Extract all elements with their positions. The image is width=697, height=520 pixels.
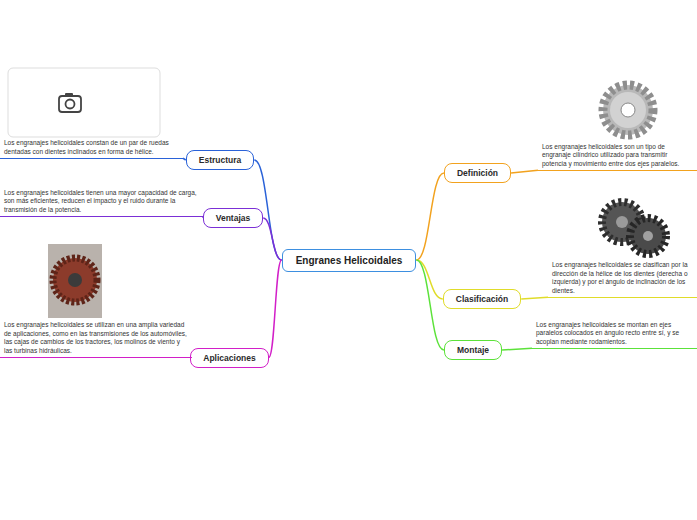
note-text: Los engranajes helicoidales son un tipo … [542,143,693,168]
branch-connector [416,260,442,299]
topic-label: Engranes Helicoidales [296,255,403,266]
gear-bore [643,231,653,241]
wind-turbine-picture [48,244,102,318]
note-text: Los engranajes helicoidales se utilizan … [4,321,188,355]
branch-connector [502,348,532,350]
topic-note: Los engranajes helicoidales se clasifica… [548,261,697,298]
branch-connector [263,218,281,260]
topic-label: Definición [457,168,498,178]
central-topic: Engranes Helicoidales [282,249,417,272]
branch-topic: Estructura [186,150,255,170]
helical-gears-picture [602,202,666,254]
image-placeholder [8,68,160,137]
gear-teeth [603,85,653,135]
note-text: Los engranajes helicoidales se clasifica… [552,261,693,295]
branch-topic: Aplicaciones [190,348,268,368]
branch-connector [269,260,282,358]
note-text: Los engranajes helicoidales tienen una m… [4,189,200,214]
branch-topic: Definición [444,163,511,183]
gear-body [610,92,646,128]
photo-ground [48,244,102,318]
topic-note: Los engranajes helicoidales constan de u… [0,139,183,159]
topic-label: Aplicaciones [203,353,255,363]
topic-note: Los engranajes helicoidales se utilizan … [0,321,192,358]
topic-label: Estructura [199,155,242,165]
topic-note: Los engranajes helicoidales tienen una m… [0,189,204,217]
branch-connector [511,170,538,173]
camera-icon [65,93,73,97]
gear-teeth [630,218,666,254]
note-text: Los engranajes helicoidales constan de u… [4,139,179,156]
branch-topic: Ventajas [203,208,264,228]
branch-connector [416,173,444,260]
gear-teeth [53,258,97,302]
branch-topic: Clasificación [443,289,521,309]
camera-icon [66,100,75,109]
topic-note: Los engranajes helicoidales se montan en… [532,321,697,349]
gear-bore [616,216,628,228]
topic-label: Ventajas [216,213,251,223]
topic-label: Clasificación [456,294,508,304]
note-text: Los engranajes helicoidales se montan en… [536,321,693,346]
gear-picture [603,85,653,135]
gear-bore [621,103,635,117]
branch-topic: Montaje [444,340,502,360]
camera-icon [59,96,81,112]
branch-connector [521,297,548,299]
gear-bore [68,273,82,287]
topic-label: Montaje [457,345,489,355]
topic-note: Los engranajes helicoidales son un tipo … [538,143,697,171]
branch-connector [416,260,444,350]
placeholder-frame [8,68,160,137]
